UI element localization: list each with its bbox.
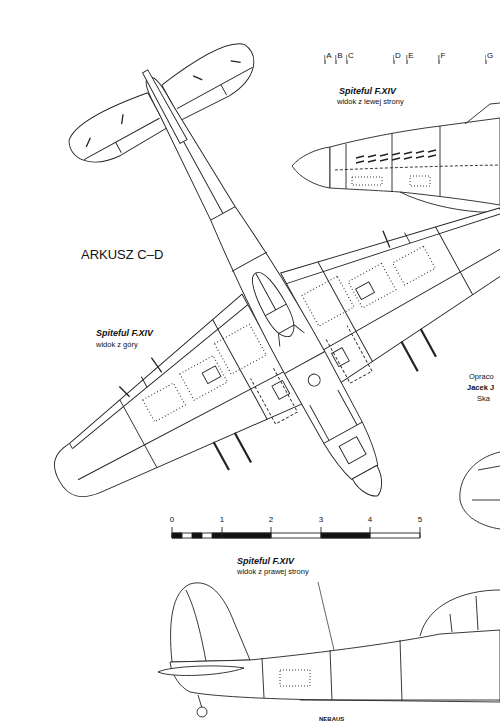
grid-letter: C [347,52,355,60]
scale-number: 0 [169,516,175,524]
scale-number: 4 [367,516,373,524]
top-view-stroke [310,390,372,467]
side-view-right-stroke [300,700,500,701]
grid-letter: F [440,52,447,60]
scale-bar-stroke [172,533,420,538]
view-title: Spiteful F.XIV [236,557,295,566]
grid-letter: A [325,52,332,60]
grid-letter: B [336,52,343,60]
side-view-right-stroke [450,596,478,632]
side-view-right-stroke [186,590,206,661]
author-credit: Opraco [468,373,495,381]
side-view-left-stroke [465,103,500,124]
side-view-right-stroke [318,582,334,650]
scale-number: 2 [268,516,274,524]
side-view-left-stroke-stroke [356,150,436,158]
partial-view-stroke [460,452,500,529]
side-view-left-stroke [352,176,430,186]
top-view-stroke [84,67,258,170]
scale-bar-stroke [172,527,420,538]
top-view [0,0,500,626]
top-view-stroke [23,294,302,524]
top-view-stroke [243,266,304,346]
view-caption: widok z lewej strony [336,98,405,106]
top-view-stroke [58,187,500,449]
side-view-right-stroke [262,640,402,701]
partial-view-stroke [472,466,500,500]
side-view-left-stroke-stroke [356,155,436,163]
side-view-right [158,582,500,717]
grid-letter: D [394,52,402,60]
top-view-stroke [163,130,363,443]
side-view-left [292,103,500,212]
side-view-right-stroke [280,670,310,686]
view-caption: widok z góry [95,341,139,349]
author-credit: Ska [476,395,491,403]
grid-letter: E [407,52,414,60]
top-view-stroke [142,69,187,143]
view-title: Spiteful F.XIV [95,329,154,338]
top-view-stroke [52,176,500,448]
side-view-right-stroke [198,695,202,708]
grid-letter: G [486,52,494,60]
top-view-stroke [352,465,390,502]
side-view-right-stroke [171,583,250,662]
side-view-right-stroke [420,590,500,636]
top-view-stroke-stroke [175,255,396,401]
side-view-left-stroke [346,126,440,196]
top-view-stroke [81,53,241,147]
top-view-stroke [128,66,384,483]
side-view-left-stroke [356,150,436,163]
view-title: Spiteful F.XIV [338,87,397,96]
top-view-stroke [306,372,322,388]
scale-number: 5 [417,516,423,524]
side-view-left-stroke [400,192,500,212]
scale-number: 3 [318,516,324,524]
partial-view [460,452,500,529]
author-credit: Jacek J [466,384,495,392]
side-view-left-stroke [330,118,500,205]
side-view-left-stroke [292,147,330,188]
side-view-right-stroke [197,707,207,717]
view-caption: widok z prawej strony [236,568,310,576]
side-view-right-stroke [158,666,244,676]
top-view-stroke [63,88,168,175]
side-view-left-stroke [335,165,500,170]
printer-mark: NEBAUS [318,716,345,722]
scale-bar [172,527,420,538]
sheet-title: ARKUSZ C–D [80,248,164,261]
scale-number: 1 [219,516,225,524]
